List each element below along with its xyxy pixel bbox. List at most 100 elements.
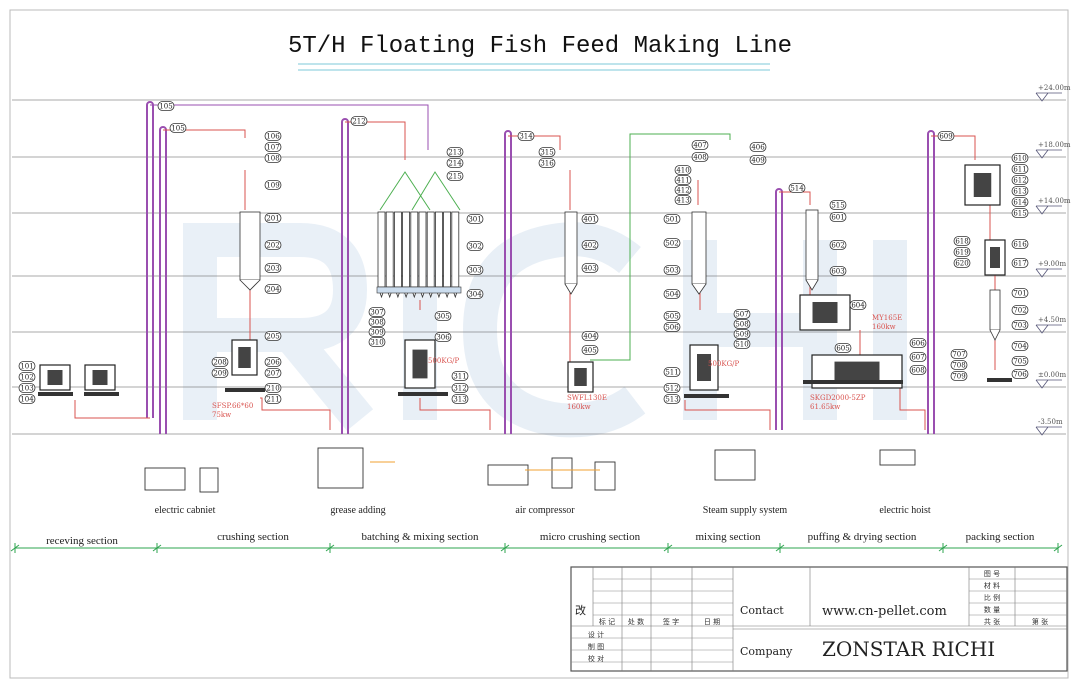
revision-header: 签 字 [663, 617, 679, 626]
dimension-tick [938, 543, 948, 553]
equipment-tag: 409 [749, 155, 767, 165]
svg-text:608: 608 [911, 367, 924, 375]
svg-text:405: 405 [583, 347, 596, 355]
dryer-body [834, 361, 880, 382]
svg-text:413: 413 [676, 197, 689, 205]
equipment-tag: 607 [909, 352, 927, 362]
equipment-tag: 209 [211, 368, 229, 378]
auxiliary-label: grease adding [330, 505, 385, 516]
svg-text:207: 207 [266, 370, 279, 378]
svg-text:408: 408 [693, 154, 706, 162]
equipment-tag: 106 [264, 131, 282, 141]
elevation-marker-icon [1035, 92, 1062, 102]
elevation-marker-icon [1035, 324, 1062, 334]
equipment-tag: 104 [18, 394, 36, 404]
batching-bin [402, 211, 411, 288]
svg-text:306: 306 [436, 334, 450, 342]
auxiliary-equipment-icon [317, 447, 364, 489]
bucket-elevator [159, 126, 167, 434]
pipe-line [74, 400, 150, 419]
extruder-body [812, 302, 838, 323]
equipment-tag: 705 [1011, 356, 1029, 366]
equipment-tag: 704 [1011, 341, 1029, 351]
equipment-model: SWFL130E [567, 394, 607, 402]
svg-text:313: 313 [453, 396, 466, 404]
svg-text:602: 602 [831, 242, 844, 250]
equipment-tag: 504 [663, 289, 681, 299]
svg-text:202: 202 [266, 242, 279, 250]
micro-pulverizer-body [574, 368, 587, 386]
equipment-tag: 706 [1011, 369, 1029, 379]
equipment-tag: 605 [834, 343, 852, 353]
bucket-elevator [504, 130, 512, 434]
svg-text:301: 301 [468, 216, 481, 224]
equipment-model: 500KG/P [428, 357, 460, 365]
dimension-tick [10, 543, 20, 553]
bin [989, 289, 1001, 331]
equipment-tag: 201 [264, 213, 282, 223]
svg-text:504: 504 [665, 291, 679, 299]
svg-text:312: 312 [453, 385, 466, 393]
sheet-total: 共 张 [984, 617, 1000, 626]
svg-text:619: 619 [955, 249, 968, 257]
auxiliary-equipment-icon [879, 449, 916, 466]
equipment-tag: 514 [788, 183, 806, 193]
svg-text:215: 215 [448, 173, 461, 181]
elevation-marker-icon [1035, 205, 1062, 215]
equipment-tag: 109 [264, 180, 282, 190]
svg-text:108: 108 [266, 155, 279, 163]
equipment-tags: 1011021031041051051061071081092012022032… [18, 101, 1029, 404]
receiving-hopper-body [92, 370, 108, 385]
equipment-tag: 402 [581, 240, 599, 250]
equipment-tag: 604 [849, 300, 867, 310]
auxiliary-label: electric hoist [879, 505, 931, 516]
company-name: ZONSTAR RICHI [822, 637, 995, 661]
svg-text:316: 316 [540, 160, 554, 168]
equipment-tag: 709 [950, 371, 968, 381]
base-frame [398, 392, 448, 396]
sign-row-label: 校 对 [588, 654, 604, 663]
auxiliary-equipment-icon [144, 467, 186, 491]
equipment-tag: 606 [909, 338, 927, 348]
scale-conveyor [376, 286, 462, 294]
svg-text:506: 506 [665, 324, 679, 332]
svg-text:607: 607 [911, 354, 924, 362]
equipment-model: MY165E [872, 314, 902, 322]
svg-text:410: 410 [676, 167, 689, 175]
svg-text:214: 214 [448, 160, 462, 168]
equipment-tag: 612 [1011, 175, 1029, 185]
pipe-line [260, 397, 331, 430]
equipment-tag: 513 [663, 394, 681, 404]
pipe-line [779, 191, 811, 205]
svg-text:401: 401 [583, 216, 596, 224]
equipment-tag: 507 [733, 309, 751, 319]
equipment-tag: 502 [663, 238, 681, 248]
pipe-line [899, 388, 926, 430]
equipment-power: 75kw [212, 411, 231, 419]
contact-website[interactable]: www.cn-pellet.com [822, 604, 947, 619]
dimension-tick [663, 543, 673, 553]
batching-bin [393, 211, 402, 288]
svg-text:309: 309 [370, 329, 383, 337]
receiving-hopper-body [47, 370, 63, 385]
auxiliary-label: Steam supply system [703, 505, 788, 516]
floor-levels: +24.00m+18.00m+14.00m+9.00m+4.50m±0.00m-… [12, 84, 1071, 436]
base-frame [225, 388, 265, 392]
equipment-tag: 505 [663, 311, 681, 321]
svg-text:604: 604 [851, 302, 865, 310]
elevation-marker-icon [1035, 426, 1062, 436]
svg-text:406: 406 [751, 144, 765, 152]
equipment-tag: 708 [950, 360, 968, 370]
elevation-label: +4.50m [1038, 316, 1066, 324]
dimension-tick [500, 543, 510, 553]
svg-text:205: 205 [266, 333, 279, 341]
equipment-tag: 205 [264, 331, 282, 341]
batching-bin [434, 211, 443, 288]
elevation-marker-icon [1035, 379, 1062, 389]
equipment-tag: 308 [368, 317, 386, 327]
svg-text:402: 402 [583, 242, 596, 250]
svg-text:503: 503 [665, 267, 678, 275]
svg-text:606: 606 [911, 340, 925, 348]
equipment-tag: 316 [538, 158, 556, 168]
hammer-mill-body [238, 347, 251, 368]
